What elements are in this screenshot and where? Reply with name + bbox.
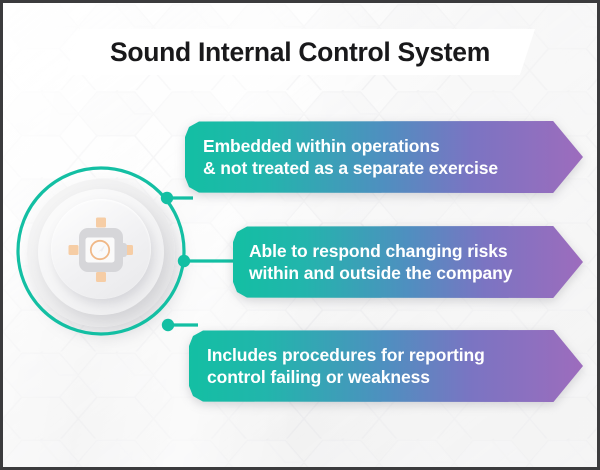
arrow-banner-3[interactable]: Includes procedures for reporting contro… [189, 330, 583, 402]
arrow-banner-1-shape [185, 121, 583, 193]
compass-chip-icon [68, 217, 133, 282]
arrow-banner-3-shape [189, 330, 583, 402]
arrow-banner-3-text: Includes procedures for reporting contro… [207, 344, 485, 387]
title-banner: Sound Internal Control System [65, 29, 535, 75]
arrow-banner-1-text: Embedded within operations & not treated… [203, 135, 499, 178]
page-title: Sound Internal Control System [109, 36, 490, 67]
arrow-banner-2[interactable]: Able to respond changing risks within an… [233, 226, 583, 298]
emblem-group [21, 171, 181, 331]
arrow-banner-2-text: Able to respond changing risks within an… [249, 240, 513, 283]
arrow-banner-2-shape [233, 226, 583, 298]
arrow-banner-1[interactable]: Embedded within operations & not treated… [185, 121, 583, 193]
